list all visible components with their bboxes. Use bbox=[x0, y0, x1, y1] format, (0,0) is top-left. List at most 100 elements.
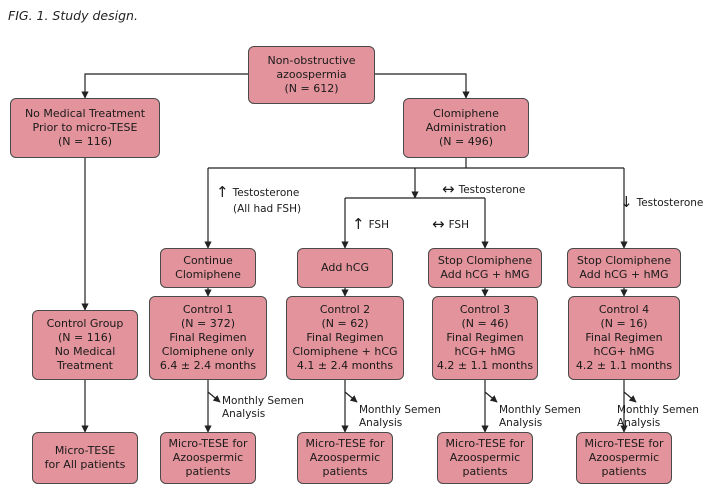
root-node-azoospermia: Non-obstructive azoospermia (N = 612) bbox=[248, 46, 375, 104]
label-testosterone-up: ↑Testosterone bbox=[216, 183, 300, 201]
control-group-line-3: No Medical bbox=[54, 345, 116, 358]
micro-tese-3-line-2: Azoospermic bbox=[449, 451, 521, 464]
control-group-line-4: Treatment bbox=[57, 359, 113, 372]
clomiphene-line-1: Clomiphene bbox=[433, 107, 499, 120]
control-2-line-3: Final Regimen bbox=[306, 331, 384, 344]
micro-tese-2-line-2: Azoospermic bbox=[309, 451, 381, 464]
label-testosterone-unchanged-text: Testosterone bbox=[458, 184, 526, 196]
semen-analysis-label-4: Monthly Semen Analysis bbox=[617, 404, 699, 430]
semen-analysis-1-line-1: Monthly Semen bbox=[222, 395, 304, 407]
label-testosterone-down: ↓Testosterone bbox=[620, 193, 704, 211]
control-1-node: Control 1 (N = 372) Final Regimen Clomip… bbox=[149, 296, 267, 380]
semen-analysis-2-line-1: Monthly Semen bbox=[359, 404, 441, 416]
action-continue-clomiphene: Continue Clomiphene bbox=[160, 248, 256, 288]
down-arrow-icon: ↓ bbox=[620, 193, 633, 211]
micro-tese-1-line-2: Azoospermic bbox=[172, 451, 244, 464]
label-fsh-unchanged: ↔FSH bbox=[432, 215, 469, 233]
control-4-line-1: Control 4 bbox=[598, 303, 650, 316]
action-2-line-1: Add hCG bbox=[321, 261, 369, 274]
micro-tese-all-line-2: for All patients bbox=[44, 458, 126, 471]
micro-tese-2-line-1: Micro-TESE for bbox=[305, 437, 385, 450]
figure-caption: FIG. 1. Study design. bbox=[8, 8, 138, 23]
semen-analysis-2-line-2: Analysis bbox=[359, 417, 403, 429]
control-1-line-4: Clomiphene only bbox=[161, 345, 255, 358]
control-4-line-2: (N = 16) bbox=[600, 317, 648, 330]
micro-tese-2-line-3: patients bbox=[322, 465, 368, 478]
control-4-line-3: Final Regimen bbox=[585, 331, 663, 344]
semen-analysis-label-1: Monthly Semen Analysis bbox=[222, 395, 304, 421]
control-3-line-1: Control 3 bbox=[459, 303, 511, 316]
no-treatment-line-2: Prior to micro-TESE bbox=[32, 121, 138, 134]
micro-tese-azoo-node-1: Micro-TESE for Azoospermic patients bbox=[160, 432, 256, 484]
micro-tese-4-line-2: Azoospermic bbox=[588, 451, 660, 464]
semen-analysis-4-line-1: Monthly Semen bbox=[617, 404, 699, 416]
label-fsh-up-text: FSH bbox=[368, 219, 389, 231]
control-2-line-5: 4.1 ± 2.4 months bbox=[296, 359, 394, 372]
micro-tese-azoo-node-2: Micro-TESE for Azoospermic patients bbox=[297, 432, 393, 484]
control-3-line-3: Final Regimen bbox=[446, 331, 524, 344]
no-treatment-line-3: (N = 116) bbox=[57, 135, 113, 148]
label-testosterone-unchanged: ↔Testosterone bbox=[442, 180, 526, 198]
action-stop-clomiphene-3: Stop Clomiphene Add hCG + hMG bbox=[428, 248, 542, 288]
action-add-hcg: Add hCG bbox=[297, 248, 393, 288]
micro-tese-3-line-3: patients bbox=[462, 465, 508, 478]
control-2-line-2: (N = 62) bbox=[321, 317, 369, 330]
label-fsh-unchanged-text: FSH bbox=[448, 219, 469, 231]
micro-tese-all-line-1: Micro-TESE bbox=[54, 444, 116, 457]
action-3-line-1: Stop Clomiphene bbox=[437, 254, 533, 267]
micro-tese-4-line-1: Micro-TESE for bbox=[584, 437, 664, 450]
control-3-node: Control 3 (N = 46) Final Regimen hCG+ hM… bbox=[432, 296, 538, 380]
control-1-line-5: 6.4 ± 2.4 months bbox=[159, 359, 257, 372]
control-1-line-2: (N = 372) bbox=[180, 317, 236, 330]
up-arrow-icon: ↑ bbox=[216, 183, 229, 201]
left-right-arrow-icon: ↔ bbox=[442, 180, 455, 198]
action-1-line-2: Clomiphene bbox=[175, 268, 241, 281]
action-4-line-1: Stop Clomiphene bbox=[576, 254, 672, 267]
action-1-line-1: Continue bbox=[183, 254, 233, 267]
control-3-line-4: hCG+ hMG bbox=[454, 345, 516, 358]
control-group-line-2: (N = 116) bbox=[57, 331, 113, 344]
micro-tese-1-line-1: Micro-TESE for bbox=[168, 437, 248, 450]
label-testosterone-up-text: Testosterone bbox=[232, 187, 300, 199]
semen-analysis-label-2: Monthly Semen Analysis bbox=[359, 404, 441, 430]
semen-analysis-4-line-2: Analysis bbox=[617, 417, 661, 429]
micro-tese-3-line-1: Micro-TESE for bbox=[445, 437, 525, 450]
micro-tese-azoo-node-4: Micro-TESE for Azoospermic patients bbox=[576, 432, 672, 484]
control-2-line-4: Clomiphene + hCG bbox=[292, 345, 398, 358]
micro-tese-azoo-node-3: Micro-TESE for Azoospermic patients bbox=[437, 432, 533, 484]
semen-analysis-3-line-1: Monthly Semen bbox=[499, 404, 581, 416]
root-line-1: Non-obstructive bbox=[267, 54, 356, 67]
action-4-line-2: Add hCG + hMG bbox=[579, 268, 669, 281]
clomiphene-line-3: (N = 496) bbox=[438, 135, 494, 148]
control-4-node: Control 4 (N = 16) Final Regimen hCG+ hM… bbox=[568, 296, 680, 380]
control-2-node: Control 2 (N = 62) Final Regimen Clomiph… bbox=[286, 296, 404, 380]
root-line-3: (N = 612) bbox=[284, 82, 339, 95]
semen-analysis-label-3: Monthly Semen Analysis bbox=[499, 404, 581, 430]
no-treatment-node: No Medical Treatment Prior to micro-TESE… bbox=[10, 98, 160, 158]
micro-tese-1-line-3: patients bbox=[185, 465, 231, 478]
semen-analysis-3-line-2: Analysis bbox=[499, 417, 543, 429]
control-2-line-1: Control 2 bbox=[319, 303, 371, 316]
left-right-arrow-icon: ↔ bbox=[432, 215, 445, 233]
control-group-line-1: Control Group bbox=[46, 317, 124, 330]
control-3-line-2: (N = 46) bbox=[461, 317, 509, 330]
action-stop-clomiphene-4: Stop Clomiphene Add hCG + hMG bbox=[567, 248, 681, 288]
semen-analysis-1-line-2: Analysis bbox=[222, 408, 266, 420]
control-group-node: Control Group (N = 116) No Medical Treat… bbox=[32, 310, 138, 380]
label-fsh-up: ↑FSH bbox=[352, 215, 389, 233]
micro-tese-4-line-3: patients bbox=[601, 465, 647, 478]
action-3-line-2: Add hCG + hMG bbox=[440, 268, 530, 281]
no-treatment-line-1: No Medical Treatment bbox=[24, 107, 146, 120]
control-4-line-5: 4.2 ± 1.1 months bbox=[575, 359, 673, 372]
clomiphene-line-2: Administration bbox=[425, 121, 507, 134]
control-4-line-4: hCG+ hMG bbox=[593, 345, 655, 358]
control-3-line-5: 4.2 ± 1.1 months bbox=[436, 359, 534, 372]
micro-tese-all-node: Micro-TESE for All patients bbox=[32, 432, 138, 484]
up-arrow-icon: ↑ bbox=[352, 215, 365, 233]
label-all-had-fsh: (All had FSH) bbox=[233, 203, 302, 215]
clomiphene-node: Clomiphene Administration (N = 496) bbox=[403, 98, 529, 158]
label-testosterone-down-text: Testosterone bbox=[636, 197, 704, 209]
root-line-2: azoospermia bbox=[276, 68, 347, 81]
control-1-line-3: Final Regimen bbox=[169, 331, 247, 344]
